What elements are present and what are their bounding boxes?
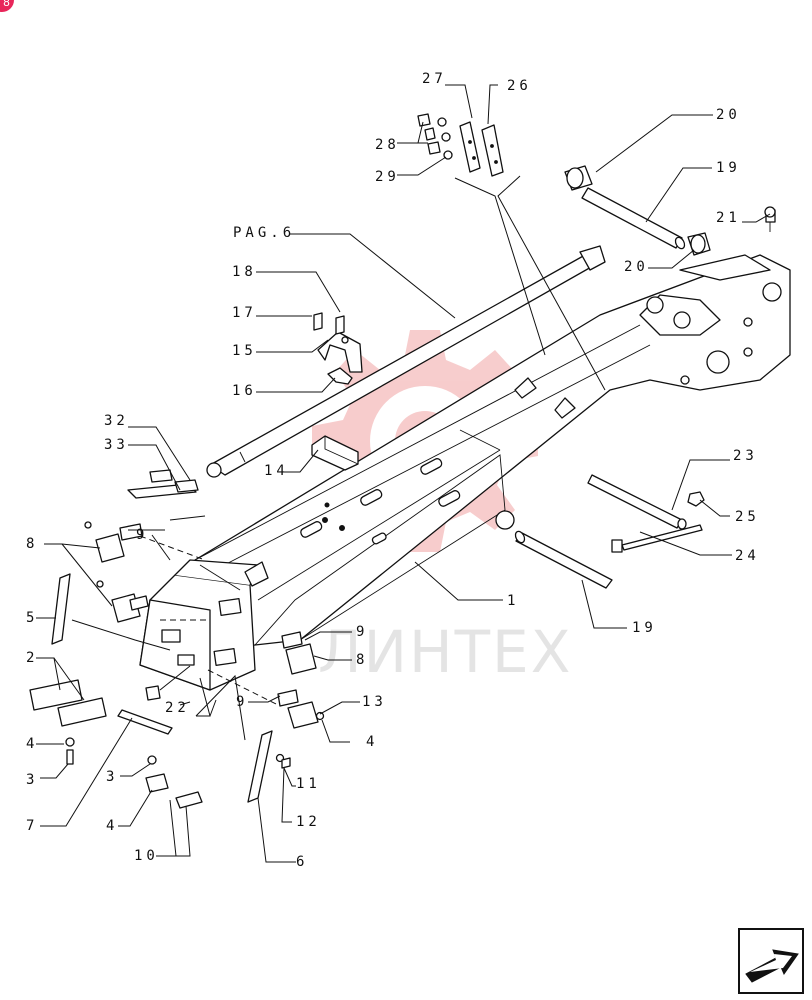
callout-16: 16 bbox=[232, 383, 257, 399]
callout-25: 25 bbox=[735, 509, 760, 525]
arrow-next-page-icon bbox=[745, 949, 799, 983]
main-boom bbox=[174, 254, 791, 651]
block-14 bbox=[311, 435, 359, 471]
callout-pag6: PAG.6 bbox=[233, 225, 295, 241]
callout-29: 29 bbox=[375, 169, 400, 185]
block-22 bbox=[145, 685, 161, 701]
callout-19-upper: 19 bbox=[716, 160, 741, 176]
callout-18: 18 bbox=[232, 264, 257, 280]
clamp-16 bbox=[327, 367, 353, 385]
callout-3-mid: 3 bbox=[106, 769, 118, 785]
leader-lines bbox=[36, 84, 771, 863]
callout-20-upper: 20 bbox=[716, 107, 741, 123]
callout-7: 7 bbox=[26, 818, 38, 834]
callout-4-right: 4 bbox=[366, 734, 378, 750]
pin-upper-19 bbox=[581, 187, 686, 250]
boom-slots bbox=[300, 458, 461, 545]
callout-8-left: 8 bbox=[26, 536, 38, 552]
strip-6 bbox=[247, 730, 273, 803]
blocks-9-left bbox=[119, 523, 149, 611]
callout-2: 2 bbox=[26, 650, 38, 666]
callout-10: 10 bbox=[134, 848, 159, 864]
bolts-28 bbox=[417, 113, 451, 155]
strip-5 bbox=[51, 573, 71, 645]
callout-9-right-top: 9 bbox=[356, 624, 368, 640]
callout-labels: 27 26 28 29 20 19 21 20 PAG.6 18 17 15 1… bbox=[26, 71, 760, 870]
grease-nipple-21 bbox=[764, 206, 776, 232]
callout-33: 33 bbox=[104, 437, 129, 453]
nut-25 bbox=[687, 491, 705, 507]
callout-9-top: 9 bbox=[136, 527, 148, 543]
callout-26: 26 bbox=[507, 78, 532, 94]
callout-13: 13 bbox=[362, 694, 387, 710]
callout-6: 6 bbox=[296, 854, 308, 870]
callout-21: 21 bbox=[716, 210, 741, 226]
next-page-button[interactable] bbox=[738, 928, 804, 994]
watermark-text: ЛИНТЕХ bbox=[318, 618, 572, 686]
callout-4-left: 4 bbox=[26, 736, 38, 752]
bushing-20-upper bbox=[564, 165, 593, 191]
bushing-20-lower bbox=[687, 232, 711, 256]
callout-28: 28 bbox=[375, 137, 400, 153]
plates-26-27 bbox=[459, 121, 504, 177]
pads-32-33 bbox=[127, 469, 199, 499]
callout-20-lower: 20 bbox=[624, 259, 649, 275]
callout-23: 23 bbox=[733, 448, 758, 464]
bolt-11-washer-12 bbox=[275, 753, 291, 769]
callout-17: 17 bbox=[232, 305, 257, 321]
callout-11: 11 bbox=[296, 776, 321, 792]
callout-3-left: 3 bbox=[26, 772, 38, 788]
callout-14: 14 bbox=[264, 463, 289, 479]
clamp-15 bbox=[317, 331, 363, 373]
callout-15: 15 bbox=[232, 343, 257, 359]
bolt-24 bbox=[611, 524, 703, 553]
boom-head bbox=[139, 559, 269, 691]
bolt-3-washer-4-left bbox=[65, 737, 75, 765]
pads-2 bbox=[29, 679, 107, 727]
callout-5: 5 bbox=[26, 610, 38, 626]
plates-10 bbox=[145, 755, 203, 809]
callout-9-right-bottom: 9 bbox=[236, 694, 248, 710]
callout-32: 32 bbox=[104, 413, 129, 429]
pin-23 bbox=[587, 474, 687, 530]
hydraulic-cylinder bbox=[206, 245, 606, 478]
callout-27: 27 bbox=[422, 71, 447, 87]
pin-lower-19 bbox=[514, 530, 613, 589]
callout-8-right: 8 bbox=[356, 652, 368, 668]
callout-12: 12 bbox=[296, 814, 321, 830]
plates-8-9-right bbox=[277, 631, 325, 729]
callout-22: 22 bbox=[165, 700, 190, 716]
strip-7 bbox=[117, 709, 173, 735]
callout-4-mid: 4 bbox=[106, 818, 118, 834]
bolts-17-18 bbox=[313, 312, 345, 335]
callout-24: 24 bbox=[735, 548, 760, 564]
callout-19-lower: 19 bbox=[632, 620, 657, 636]
callout-1: 1 bbox=[507, 593, 519, 609]
